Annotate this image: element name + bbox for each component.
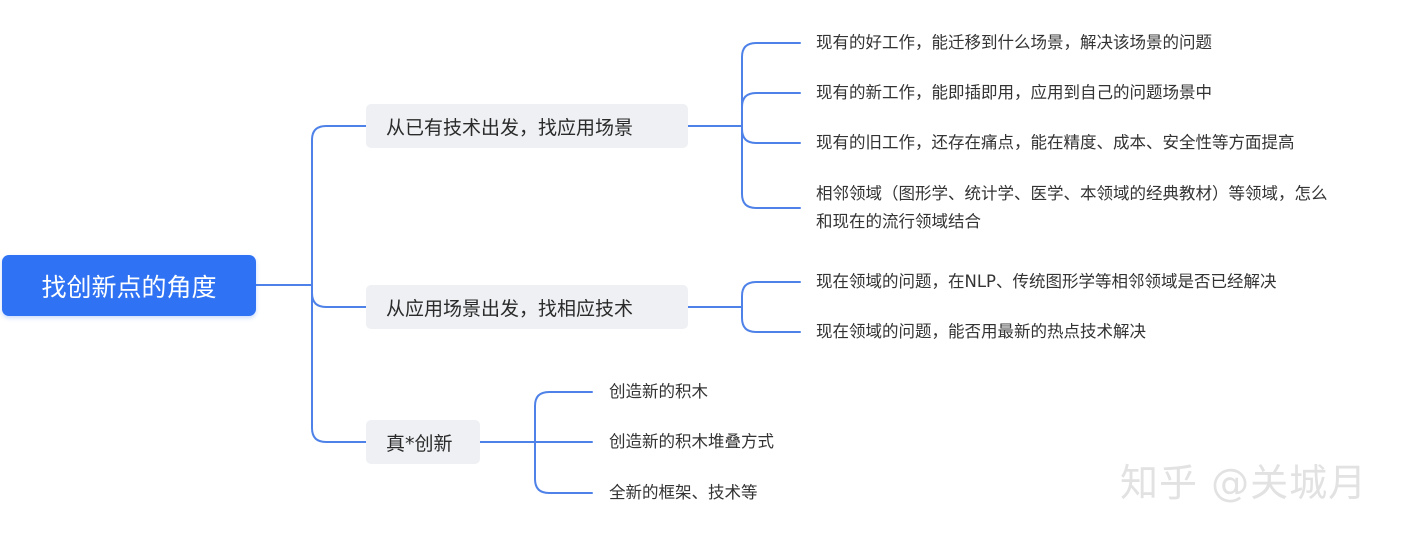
- edge-branch-2: [687, 281, 801, 333]
- branch-node-application-scenario[interactable]: 从应用场景出发，找相应技术: [366, 285, 688, 329]
- edge-branch-1-path: [687, 42, 801, 209]
- watermark: 知乎 @关城月: [1120, 461, 1368, 505]
- leaf-node[interactable]: 全新的框架、技术等: [609, 483, 758, 502]
- branch-node-true-innovation[interactable]: 真*创新: [366, 420, 480, 464]
- leaf-line: 相邻领域（图形学、统计学、医学、本领域的经典教材）等领域，怎么: [816, 184, 1328, 203]
- leaf-node-multiline[interactable]: 相邻领域（图形学、统计学、医学、本领域的经典教材）等领域，怎么 和现在的流行领域…: [816, 180, 1414, 236]
- leaf-node[interactable]: 创造新的积木: [609, 382, 708, 401]
- leaf-node[interactable]: 现有的新工作，能即插即用，应用到自己的问题场景中: [816, 83, 1212, 102]
- root-node[interactable]: 找创新点的角度: [2, 255, 256, 316]
- edge-branch-2-path: [687, 281, 801, 333]
- leaf-node[interactable]: 现在领域的问题，在NLP、传统图形学等相邻领域是否已经解决: [816, 272, 1277, 291]
- leaf-node[interactable]: 创造新的积木堆叠方式: [609, 432, 774, 451]
- leaf-node[interactable]: 现有的旧工作，还存在痛点，能在精度、成本、安全性等方面提高: [816, 133, 1295, 152]
- leaf-node[interactable]: 现有的好工作，能迁移到什么场景，解决该场景的问题: [816, 33, 1212, 52]
- edge-branch-3: [479, 391, 593, 494]
- edge-branch-1: [687, 42, 801, 209]
- edge-root-path: [255, 125, 367, 443]
- leaf-node[interactable]: 现在领域的问题，能否用最新的热点技术解决: [816, 322, 1146, 341]
- leaf-line: 和现在的流行领域结合: [816, 212, 981, 231]
- edge-branch-3-path: [479, 391, 593, 494]
- edge-root: [255, 125, 367, 443]
- branch-node-existing-tech[interactable]: 从已有技术出发，找应用场景: [366, 104, 688, 148]
